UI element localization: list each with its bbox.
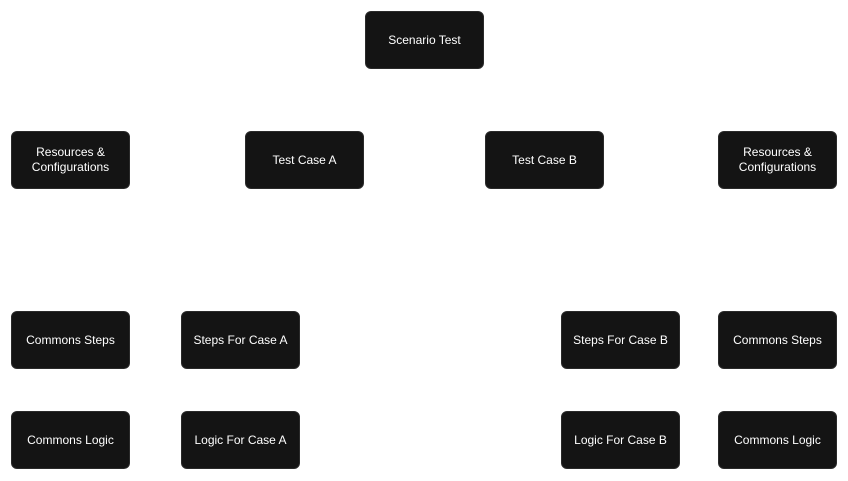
node-label: Commons Steps bbox=[733, 332, 822, 347]
node-label: Steps For Case B bbox=[573, 332, 668, 347]
node-label: Commons Logic bbox=[27, 432, 114, 447]
node-steps-for-case-a[interactable]: Steps For Case A bbox=[181, 311, 300, 369]
node-label: Resources & Configurations bbox=[31, 145, 110, 174]
node-label: Steps For Case A bbox=[193, 332, 288, 347]
node-scenario-test[interactable]: Scenario Test bbox=[365, 11, 484, 69]
node-label: Resources & Configurations bbox=[738, 145, 817, 174]
node-resources-configurations-left[interactable]: Resources & Configurations bbox=[11, 131, 130, 189]
node-label: Logic For Case B bbox=[574, 432, 667, 447]
node-label: Logic For Case A bbox=[194, 432, 287, 447]
node-logic-for-case-a[interactable]: Logic For Case A bbox=[181, 411, 300, 469]
node-commons-steps-right[interactable]: Commons Steps bbox=[718, 311, 837, 369]
node-test-case-a[interactable]: Test Case A bbox=[245, 131, 364, 189]
node-test-case-b[interactable]: Test Case B bbox=[485, 131, 604, 189]
node-label: Commons Steps bbox=[26, 332, 115, 347]
node-logic-for-case-b[interactable]: Logic For Case B bbox=[561, 411, 680, 469]
node-label: Commons Logic bbox=[734, 432, 821, 447]
node-resources-configurations-right[interactable]: Resources & Configurations bbox=[718, 131, 837, 189]
node-commons-steps-left[interactable]: Commons Steps bbox=[11, 311, 130, 369]
node-label: Test Case A bbox=[272, 152, 337, 167]
node-steps-for-case-b[interactable]: Steps For Case B bbox=[561, 311, 680, 369]
node-commons-logic-right[interactable]: Commons Logic bbox=[718, 411, 837, 469]
node-label: Test Case B bbox=[512, 152, 577, 167]
node-label: Scenario Test bbox=[388, 32, 461, 47]
node-commons-logic-left[interactable]: Commons Logic bbox=[11, 411, 130, 469]
